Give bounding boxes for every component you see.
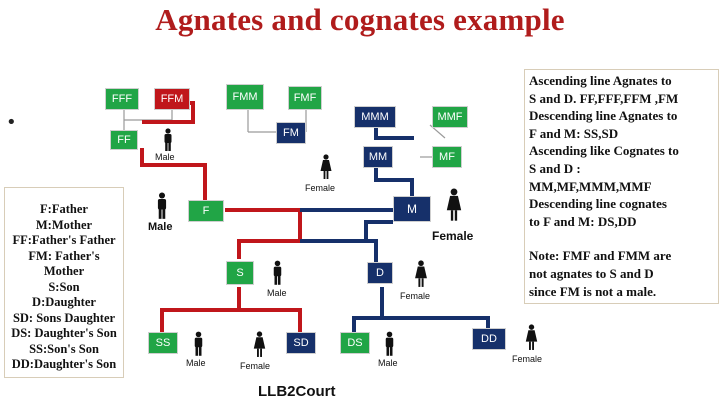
line-d-to-ds xyxy=(352,287,384,332)
female-icon xyxy=(320,154,332,179)
label-s-male: Male xyxy=(267,288,287,298)
legend-item: D:Daughter xyxy=(32,295,96,309)
box-fmf: FMF xyxy=(288,86,322,110)
line-to-d xyxy=(366,239,378,262)
box-mmm: MMM xyxy=(354,106,396,128)
label-d-female: Female xyxy=(400,291,431,301)
note-line: Descending line Agnates to xyxy=(529,108,678,124)
box-ss: SS xyxy=(148,332,178,354)
female-icon xyxy=(525,324,538,350)
box-ds: DS xyxy=(340,332,370,354)
male-icon xyxy=(385,331,394,356)
label-ff-male: Male xyxy=(155,152,175,162)
line-m-to-children xyxy=(300,220,393,243)
label-ds-male: Male xyxy=(378,358,398,368)
line-mm-to-m xyxy=(374,168,414,196)
box-mm: MM xyxy=(363,146,393,168)
male-icon xyxy=(194,331,203,356)
female-icon xyxy=(446,188,462,221)
legend-item: SS:Son's Son xyxy=(29,341,99,356)
label-fm-female: Female xyxy=(305,183,336,193)
legend-item: M:Mother xyxy=(35,217,93,232)
line-f-to-s xyxy=(225,208,302,259)
box-d: D xyxy=(367,262,393,284)
legend-item: Mother xyxy=(43,264,85,278)
note-spacer xyxy=(529,230,714,247)
note-line: Ascending line Agnates to xyxy=(529,73,672,88)
line-mmm-to-mm xyxy=(374,125,414,140)
male-icon xyxy=(164,128,172,151)
female-icon xyxy=(415,260,427,287)
legend-item: F:Father xyxy=(40,202,88,216)
male-icon xyxy=(273,260,282,285)
label-dd-female: Female xyxy=(512,354,543,364)
box-fmm: FMM xyxy=(226,84,264,110)
cognate-lines xyxy=(300,125,490,332)
label-ss-male: Male xyxy=(186,358,206,368)
line-s-to-sd xyxy=(239,308,302,332)
abbreviation-legend: F:Father M:Mother FF:Father's Father FM:… xyxy=(4,187,124,378)
note-line: MM,MF,MMM,MMF xyxy=(529,178,652,194)
legend-item: DS: Daughter's Son xyxy=(11,326,117,340)
note-line: S and D. FF,FFF,FFM ,FM xyxy=(529,90,679,106)
note-line: S and D : xyxy=(529,160,581,176)
male-icon xyxy=(157,192,167,219)
box-fm: FM xyxy=(276,122,306,144)
credit-text: LLB2Court xyxy=(258,383,336,400)
label-sd-female: Female xyxy=(240,361,271,371)
legend-item: DD:Daughter's Son xyxy=(11,357,117,371)
note-line: to F and M: DS,DD xyxy=(529,213,637,229)
line-ff-to-f xyxy=(140,148,207,200)
line-s-to-ss xyxy=(160,287,241,332)
note-line: Ascending like Cognates to xyxy=(529,143,679,159)
label-f-male: Male xyxy=(148,221,173,233)
label-m-female: Female xyxy=(432,229,474,243)
box-mf: MF xyxy=(432,146,462,168)
box-fff: FFF xyxy=(105,88,139,110)
line-d-to-dd xyxy=(382,316,490,328)
note-footer-line: not agnates to S and D xyxy=(529,265,654,281)
legend-item: SD: Sons Daughter xyxy=(12,310,116,325)
box-dd: DD xyxy=(472,328,506,350)
legend-item: FM: Father's xyxy=(28,248,100,263)
box-sd: SD xyxy=(286,332,316,354)
box-mmf: MMF xyxy=(432,106,468,128)
page-title: Agnates and cognates example xyxy=(155,2,565,37)
box-s: S xyxy=(226,261,254,285)
box-f: F xyxy=(188,200,224,222)
box-m: M xyxy=(393,196,431,222)
bullet-point: • xyxy=(6,112,17,133)
female-icon xyxy=(253,331,266,357)
legend-item: FF:Father's Father xyxy=(12,233,116,247)
legend-item: S:Son xyxy=(48,279,80,294)
box-ff: FF xyxy=(110,130,138,150)
note-line: F and M: SS,SD xyxy=(529,125,619,141)
explanation-box: Ascending line Agnates to S and D. FF,FF… xyxy=(524,69,719,304)
box-ffm: FFM xyxy=(154,88,190,110)
note-footer-line: Note: FMF and FMM are xyxy=(529,248,672,264)
note-footer-line: since FM is not a male. xyxy=(529,283,657,299)
note-line: Descending line cognates xyxy=(529,196,667,212)
